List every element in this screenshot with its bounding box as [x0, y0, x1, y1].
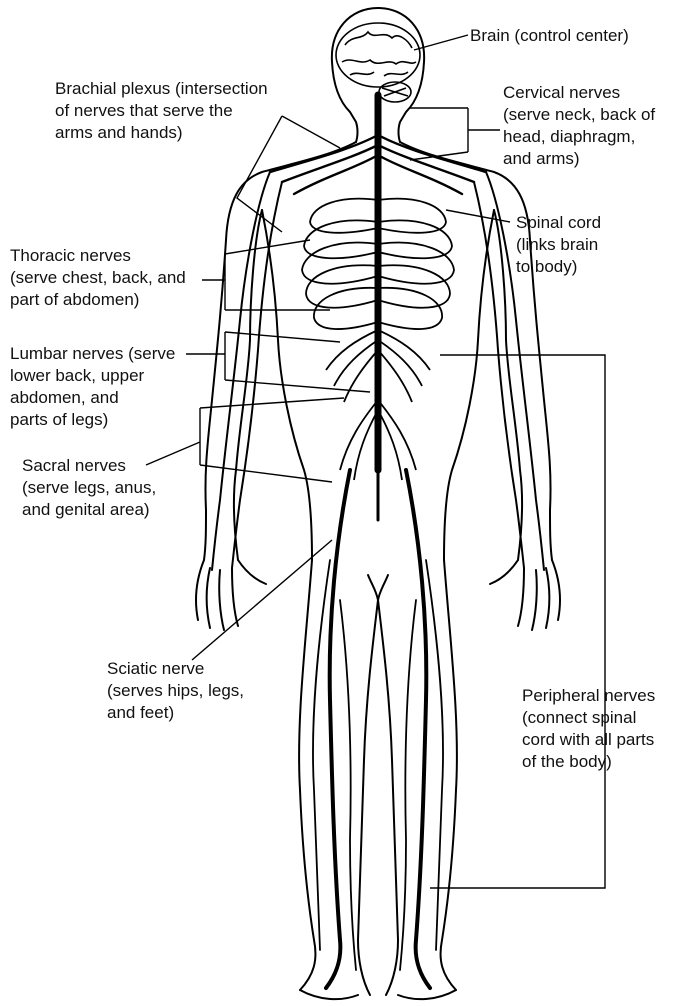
label-line: (serve neck, back of [503, 104, 655, 126]
label-lumbar-nerves: Lumbar nerves (serve lower back, upper a… [10, 343, 175, 431]
label-line: (links brain [516, 234, 601, 256]
label-cervical-nerves: Cervical nerves (serve neck, back of hea… [503, 82, 655, 170]
brain-drawing [336, 23, 420, 102]
label-peripheral-nerves: Peripheral nerves (connect spinal cord w… [522, 685, 655, 773]
label-line: Thoracic nerves [10, 245, 186, 267]
label-thoracic-nerves: Thoracic nerves (serve chest, back, and … [10, 245, 186, 311]
label-line: (connect spinal [522, 707, 655, 729]
label-line: Sacral nerves [22, 455, 156, 477]
sciatic-nerves [313, 470, 443, 988]
label-line: lower back, upper [10, 365, 175, 387]
label-line: Spinal cord [516, 212, 601, 234]
label-line: cord with all parts [522, 729, 655, 751]
label-line: Peripheral nerves [522, 685, 655, 707]
label-line: Cervical nerves [503, 82, 655, 104]
label-line: (serve legs, anus, [22, 477, 156, 499]
label-sacral-nerves: Sacral nerves (serve legs, anus, and gen… [22, 455, 156, 521]
label-line: arms and hands) [55, 122, 268, 144]
label-line: Brain (control center) [470, 25, 629, 47]
label-line: part of abdomen) [10, 289, 186, 311]
label-line: parts of legs) [10, 409, 175, 431]
label-line: and arms) [503, 148, 655, 170]
label-line: and genital area) [22, 499, 156, 521]
label-line: and feet) [107, 702, 244, 724]
label-sciatic-nerve: Sciatic nerve (serves hips, legs, and fe… [107, 658, 244, 724]
label-line: head, diaphragm, [503, 126, 655, 148]
label-line: Brachial plexus (intersection [55, 78, 268, 100]
label-spinal-cord: Spinal cord (links brain to body) [516, 212, 601, 278]
label-line: Sciatic nerve [107, 658, 244, 680]
label-line: abdomen, and [10, 387, 175, 409]
label-brachial-plexus: Brachial plexus (intersection of nerves … [55, 78, 268, 144]
label-line: (serves hips, legs, [107, 680, 244, 702]
label-line: of the body) [522, 751, 655, 773]
label-line: of nerves that serve the [55, 100, 268, 122]
label-brain: Brain (control center) [470, 25, 629, 47]
label-line: to body) [516, 256, 601, 278]
label-line: Lumbar nerves (serve [10, 343, 175, 365]
label-line: (serve chest, back, and [10, 267, 186, 289]
